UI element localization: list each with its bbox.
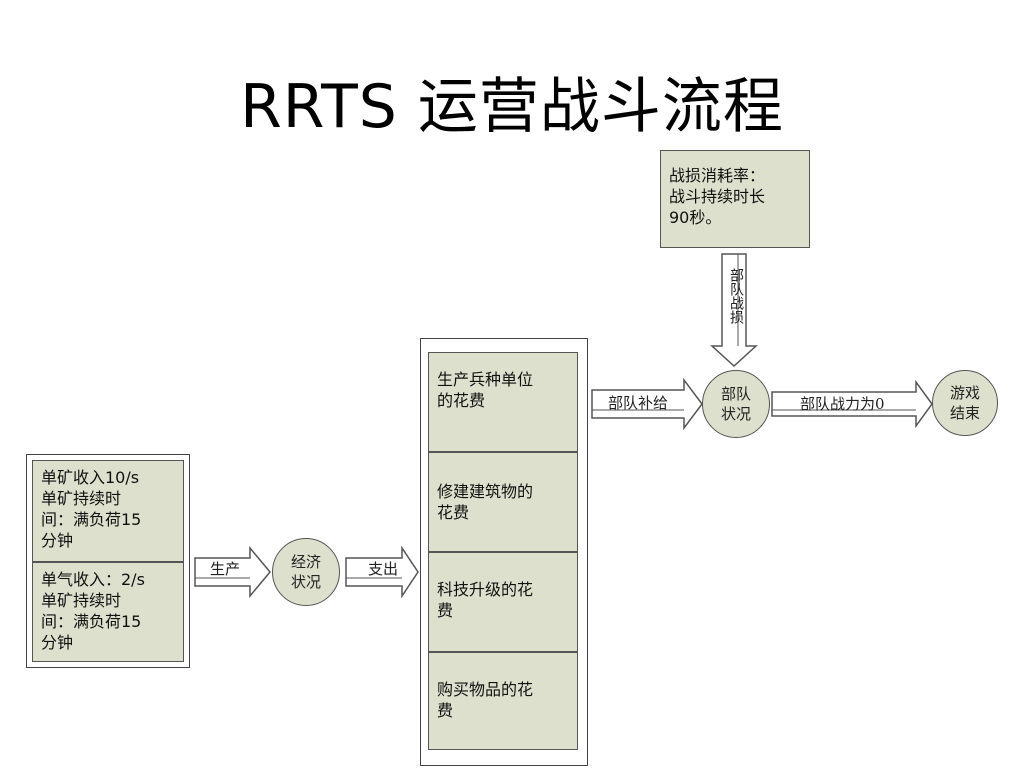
- gas-duration-line: 单矿持续时: [41, 591, 122, 610]
- produce-arrow: [194, 545, 271, 599]
- game-over-label: 游戏: [949, 384, 980, 402]
- produce-label: 生产: [210, 560, 241, 578]
- gas-income-box: 单气收入：2/s 单矿持续时 间：满负荷15 分钟: [32, 562, 184, 662]
- expense-label: 支出: [368, 560, 399, 578]
- economy-label: 状况: [290, 573, 321, 591]
- building-cost-line: 修建建筑物的: [437, 482, 534, 501]
- combat-duration-line: 战斗持续时长: [669, 187, 766, 206]
- troop-status-label: 状况: [720, 405, 751, 423]
- combat-loss-box: 战损消耗率： 战斗持续时长 90秒。: [660, 150, 810, 248]
- item-purchase-cost-box: 购买物品的花 费: [428, 652, 578, 750]
- building-cost-box: 修建建筑物的 花费: [428, 452, 578, 552]
- gas-duration-line: 分钟: [41, 633, 74, 652]
- expense-arrow: [345, 545, 419, 599]
- combat-duration-line: 90秒。: [669, 208, 722, 227]
- item-cost-line: 购买物品的花: [437, 680, 534, 699]
- combat-loss-label: 部队战损: [728, 268, 744, 324]
- tech-cost-line: 科技升级的花: [437, 580, 534, 599]
- mineral-duration-line: 单矿持续时: [41, 489, 122, 508]
- economy-status-node: 经济 状况: [272, 538, 340, 606]
- mineral-income-box: 单矿收入10/s 单矿持续时 间：满负荷15 分钟: [32, 460, 184, 562]
- troop-zero-arrow: [771, 379, 933, 429]
- economy-label: 经济: [290, 553, 321, 571]
- mineral-duration-line: 间：满负荷15: [41, 510, 142, 529]
- game-over-node: 游戏 结束: [932, 370, 998, 436]
- gas-duration-line: 间：满负荷15: [41, 612, 142, 631]
- unit-production-cost-box: 生产兵种单位 的花费: [428, 352, 578, 452]
- troop-status-label: 部队: [720, 385, 751, 403]
- combat-loss-arrow: [710, 253, 758, 368]
- troop-status-node: 部队 状况: [702, 370, 770, 438]
- tech-upgrade-cost-box: 科技升级的花 费: [428, 552, 578, 652]
- page-title: RRTS 运营战斗流程: [240, 72, 784, 142]
- unit-cost-line: 的花费: [437, 391, 486, 410]
- unit-cost-line: 生产兵种单位: [437, 370, 534, 389]
- troop-zero-label: 部队战力为0: [800, 395, 885, 413]
- item-cost-line: 费: [437, 701, 454, 720]
- reinforce-label: 部队补给: [608, 394, 669, 412]
- mineral-income-line: 单矿收入10/s: [41, 468, 140, 487]
- loss-rate-line: 战损消耗率：: [669, 166, 766, 185]
- reinforce-arrow: [591, 377, 703, 431]
- building-cost-line: 花费: [437, 503, 470, 522]
- mineral-duration-line: 分钟: [41, 531, 74, 550]
- game-over-label: 结束: [949, 404, 980, 422]
- gas-income-line: 单气收入：2/s: [41, 570, 145, 589]
- tech-cost-line: 费: [437, 601, 454, 620]
